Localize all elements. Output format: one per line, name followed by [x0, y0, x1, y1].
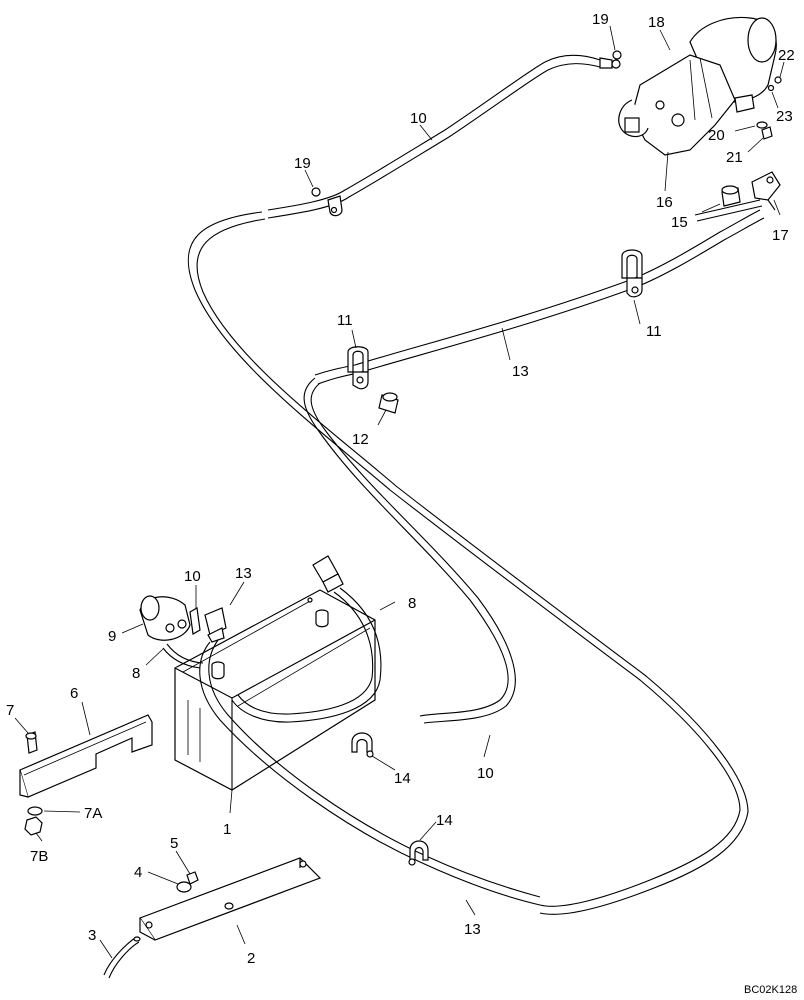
callout-label: 5	[170, 835, 178, 852]
callout-label: 12	[352, 431, 369, 448]
nut-23	[767, 84, 775, 92]
callout-label: 23	[776, 108, 793, 125]
callout-label: 14	[394, 770, 411, 787]
callout-label: 7	[6, 702, 14, 719]
cable-13-lower	[199, 607, 541, 906]
cable-8	[162, 555, 382, 723]
hold-down-bracket-6	[19, 714, 153, 798]
callout-label: 21	[726, 149, 743, 166]
callout-label: 7A	[84, 805, 102, 822]
callout-label: 13	[464, 921, 481, 938]
bracket-2	[139, 857, 322, 941]
callout-label: 8	[132, 665, 140, 682]
callout-label: 13	[512, 363, 529, 380]
washer-20	[756, 121, 768, 129]
bushing-12	[378, 392, 399, 414]
callout-label: 7B	[30, 848, 48, 865]
callout-label: 15	[671, 214, 688, 231]
clamp-14-lower	[408, 840, 429, 866]
callout-label: 2	[247, 950, 255, 967]
callout-label: 6	[70, 685, 78, 702]
cable-10-loop	[187, 211, 749, 915]
callout-label: 13	[235, 565, 252, 582]
bolt-7	[25, 731, 38, 754]
nut-5	[186, 871, 199, 885]
leader-lines	[14, 25, 785, 959]
washer-19-right	[612, 50, 622, 60]
washer-19-left	[311, 187, 321, 197]
nut-21	[761, 126, 773, 140]
washer-7a	[27, 806, 43, 816]
starter-motor-18	[618, 16, 777, 156]
callout-label: 10	[477, 765, 494, 782]
nut-7b	[24, 816, 43, 836]
callout-label: 8	[408, 595, 416, 612]
callout-label: 10	[410, 110, 427, 127]
rod-3	[103, 936, 141, 979]
clamp-11-right	[621, 249, 643, 298]
callout-label: 22	[778, 47, 795, 64]
clamp-14-upper	[351, 732, 374, 758]
callout-label: 1	[223, 821, 231, 838]
callout-label: 20	[708, 127, 725, 144]
callout-label: 10	[184, 568, 201, 585]
callout-label: 19	[592, 11, 609, 28]
clamp-cable-10	[327, 195, 343, 217]
cable-10-upper	[267, 54, 621, 219]
cable-15	[694, 185, 763, 222]
washer-4	[176, 881, 192, 893]
callout-label: 17	[772, 227, 789, 244]
battery-1	[174, 589, 376, 791]
switch-9	[139, 595, 191, 641]
callout-label: 11	[337, 312, 353, 329]
callout-labels: 1 2 3 4 5 6 7 7A 7B 8 8 9 10 10 10 11 11…	[6, 11, 795, 967]
callout-label: 19	[294, 155, 311, 172]
callout-label: 14	[436, 812, 453, 829]
terminal-10-battery	[189, 607, 201, 635]
callout-label: 18	[648, 14, 665, 31]
clamp-11-left	[347, 346, 369, 390]
callout-label: 16	[656, 194, 673, 211]
callout-label: 3	[88, 927, 96, 944]
washer-22	[774, 76, 782, 84]
callout-label: 4	[134, 864, 142, 881]
drawing-code: BC02K128	[744, 984, 797, 996]
callout-label: 9	[108, 628, 116, 645]
callout-label: 11	[646, 323, 662, 340]
terminal-17	[751, 171, 781, 211]
